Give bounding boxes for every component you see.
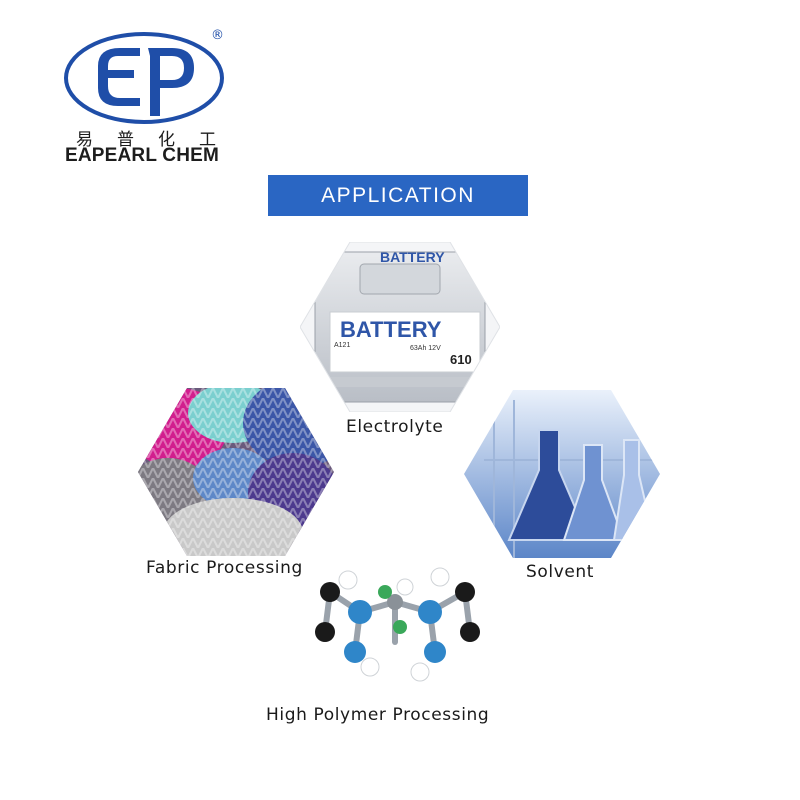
application-label-solvent: Solvent [526,562,595,582]
brand-cn-char: 易 [76,130,93,150]
battery-code-text: 610 [450,352,472,367]
brand-cn-char: 普 [117,130,134,150]
lab-glassware-image [464,390,660,558]
knitted-fabric-image [138,388,334,556]
application-label-high-polymer-processing: High Polymer Processing [266,705,490,725]
brand-name-chinese: 易 普 化 工 [76,125,216,150]
svg-text:BATTERY: BATTERY [380,249,445,265]
application-banner: APPLICATION [268,175,528,216]
battery-image: BATTERY 610 63Ah 12V A121 BATTERY [300,242,500,412]
battery-brand-text: BATTERY [340,317,442,342]
brand-name-english: EAPEARL CHEM [64,145,220,166]
battery-model-text: A121 [334,342,350,349]
application-label-electrolyte: Electrolyte [346,417,444,437]
brand-cn-char: 工 [199,130,216,150]
molecule-model-image [300,532,496,700]
application-label-fabric-processing: Fabric Processing [146,558,303,578]
eapearl-logo [64,32,224,124]
registered-mark: ® [211,28,224,43]
brand-cn-char: 化 [158,130,175,150]
battery-spec-text: 63Ah 12V [410,345,441,352]
